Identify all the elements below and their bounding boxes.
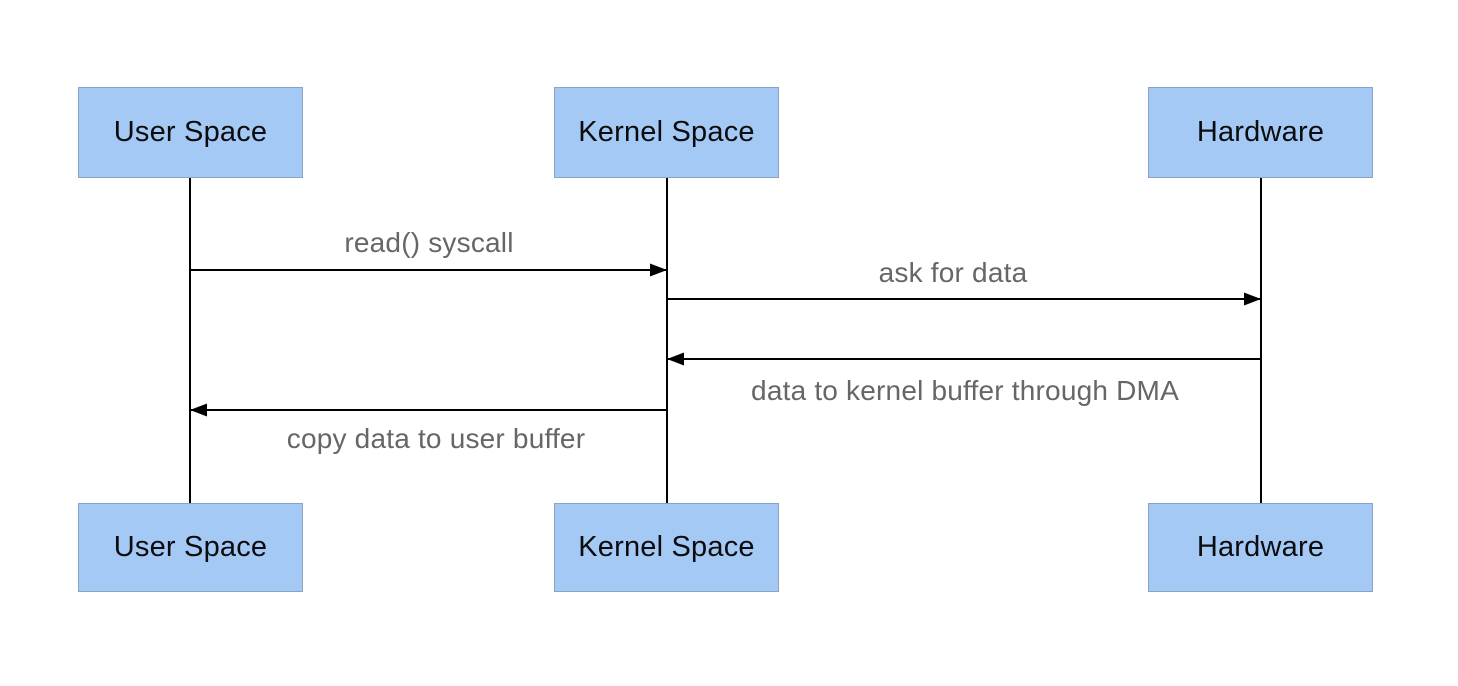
actor-label-hardware-bottom: Hardware xyxy=(1196,531,1325,563)
message-label-copy-data-to-user-buffer: copy data to user buffer xyxy=(286,423,586,454)
actor-label-user-space-top: User Space xyxy=(113,116,268,148)
actor-box-hardware-top: Hardware xyxy=(1148,87,1373,178)
message-label-data-to-kernel-buffer: data to kernel buffer through DMA xyxy=(751,375,1179,406)
actor-box-kernel-space-top: Kernel Space xyxy=(554,87,779,178)
actor-label-kernel-space-bottom: Kernel Space xyxy=(578,531,755,563)
actor-box-hardware-bottom: Hardware xyxy=(1148,503,1373,592)
actor-box-user-space-top: User Space xyxy=(78,87,303,178)
message-label-ask-for-data: ask for data xyxy=(878,257,1028,288)
actor-box-user-space-bottom: User Space xyxy=(78,503,303,592)
actor-box-kernel-space-bottom: Kernel Space xyxy=(554,503,779,592)
actor-label-kernel-space-top: Kernel Space xyxy=(578,116,755,148)
actor-label-hardware-top: Hardware xyxy=(1196,116,1325,148)
actor-label-user-space-bottom: User Space xyxy=(113,531,268,563)
message-label-read-syscall: read() syscall xyxy=(344,227,514,258)
